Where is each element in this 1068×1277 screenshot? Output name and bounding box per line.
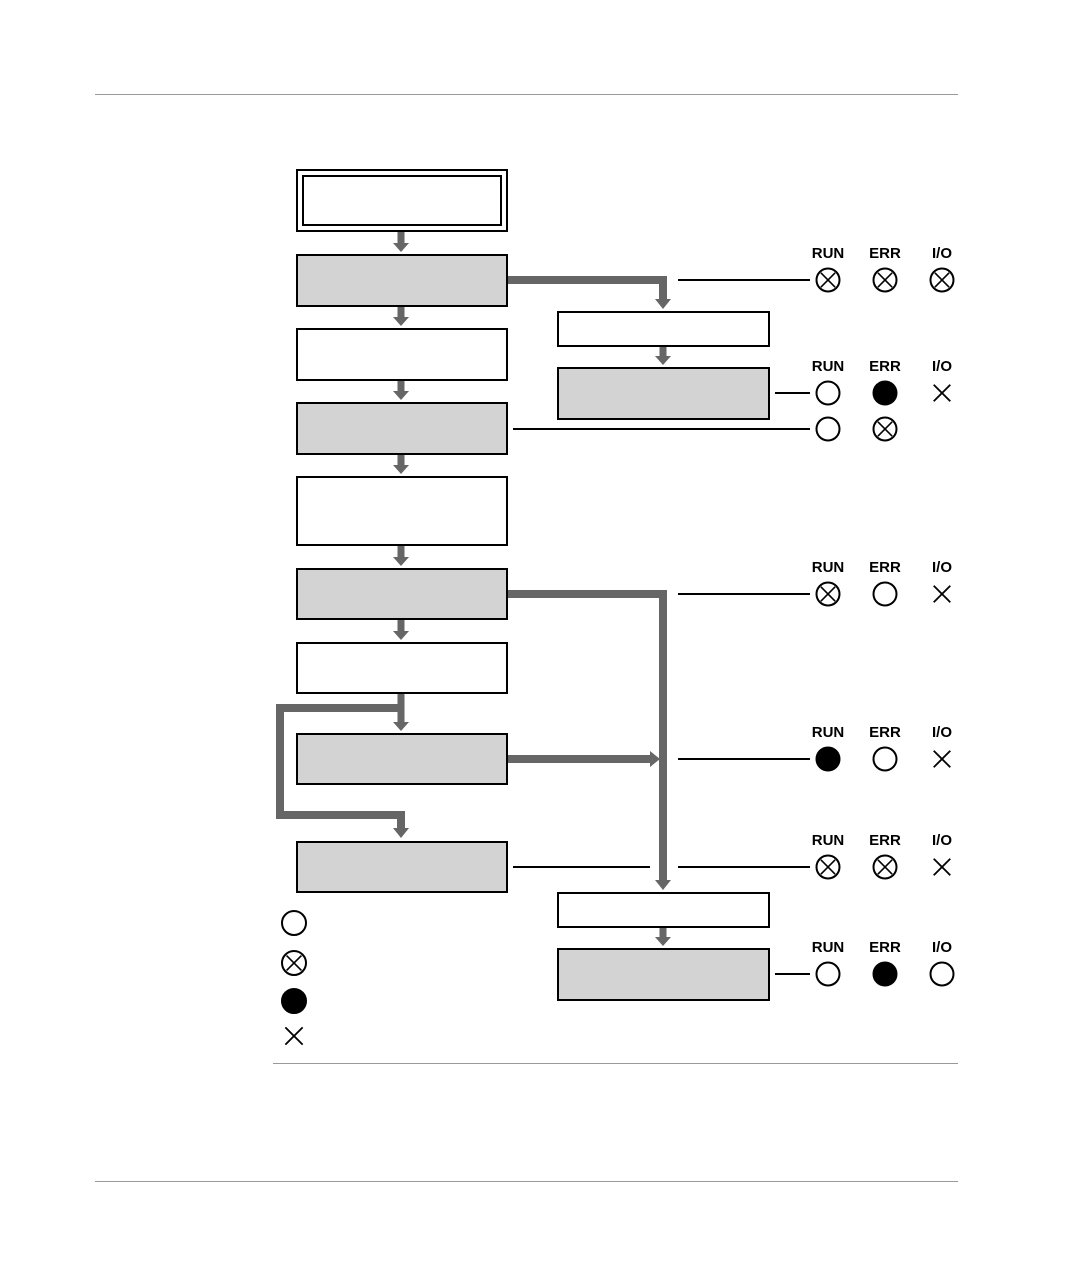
right-box-4	[557, 948, 770, 1001]
circle-x-icon	[872, 854, 898, 880]
circle-x-icon	[815, 267, 841, 293]
step-box-7	[296, 733, 508, 785]
circle-x-icon	[872, 267, 898, 293]
flow-branch-to-right-column	[508, 276, 667, 300]
circle-filled-icon	[872, 380, 898, 406]
flow-arrow-head-down	[655, 880, 671, 890]
step-box-8	[296, 841, 508, 893]
led-label-run: RUN	[812, 832, 845, 849]
step-arrow-head	[393, 557, 409, 566]
step-box-3	[296, 402, 508, 455]
cross-icon	[933, 585, 951, 603]
cross-icon	[284, 1026, 304, 1046]
led-label-io: I/O	[932, 939, 952, 956]
led-connector-lines	[513, 279, 810, 975]
step-arrow-head	[393, 391, 409, 400]
circle-outline-icon	[815, 380, 841, 406]
led-label-run: RUN	[812, 245, 845, 262]
led-label-err: ERR	[869, 358, 901, 375]
led-label-err: ERR	[869, 724, 901, 741]
flow-arrowheads	[393, 299, 671, 890]
cross-icon	[933, 858, 951, 876]
circle-outline-icon	[872, 581, 898, 607]
led-panel-2b	[815, 416, 898, 442]
step-arrow-head	[393, 722, 409, 731]
flow-long-branch-down	[508, 590, 667, 881]
circle-outline-icon	[872, 746, 898, 772]
flow-loop-left	[276, 704, 405, 829]
led-panel-4: RUN ERR I/O	[812, 724, 952, 772]
step-arrow-head	[655, 937, 671, 946]
led-label-err: ERR	[869, 939, 901, 956]
led-label-err: ERR	[869, 832, 901, 849]
led-panel-6: RUN ERR I/O	[812, 939, 955, 987]
led-panel-3: RUN ERR I/O	[812, 559, 952, 607]
step-arrow-head	[393, 243, 409, 252]
led-label-io: I/O	[932, 358, 952, 375]
led-panel-2: RUN ERR I/O	[812, 358, 952, 406]
circle-x-icon	[929, 267, 955, 293]
circle-filled-icon	[815, 746, 841, 772]
led-label-err: ERR	[869, 559, 901, 576]
circle-filled-icon	[872, 961, 898, 987]
led-label-run: RUN	[812, 939, 845, 956]
right-box-1	[557, 311, 770, 347]
led-label-run: RUN	[812, 358, 845, 375]
flow-boxes	[296, 169, 770, 1001]
step-box-4	[296, 476, 508, 546]
start-box-inner	[302, 175, 502, 226]
step-arrow-head	[393, 317, 409, 326]
step-box-6	[296, 642, 508, 694]
led-label-io: I/O	[932, 559, 952, 576]
circle-filled-icon	[281, 988, 307, 1014]
circle-x-icon	[281, 950, 307, 976]
flow-arrow-head-down	[393, 828, 409, 838]
step-box-2	[296, 328, 508, 381]
cross-icon	[933, 384, 951, 402]
flow-arrow-head-down	[655, 299, 671, 309]
step-box-1	[296, 254, 508, 307]
step-box-5	[296, 568, 508, 620]
led-label-run: RUN	[812, 559, 845, 576]
right-box-2	[557, 367, 770, 420]
cross-icon	[933, 750, 951, 768]
circle-x-icon	[815, 581, 841, 607]
circle-x-icon	[815, 854, 841, 880]
step-arrow-head	[655, 356, 671, 365]
step-arrow-head	[393, 465, 409, 474]
led-label-run: RUN	[812, 724, 845, 741]
led-label-io: I/O	[932, 724, 952, 741]
led-label-err: ERR	[869, 245, 901, 262]
circle-outline-icon	[815, 961, 841, 987]
led-label-io: I/O	[932, 245, 952, 262]
led-panel-1: RUN ERR I/O	[812, 245, 955, 293]
circle-outline-icon	[815, 416, 841, 442]
circle-outline-icon	[929, 961, 955, 987]
led-panels: RUN ERR I/O RUN ERR I/O RUN ERR I/O RUN ERR I/O RUN E…	[812, 245, 955, 987]
right-box-3	[557, 892, 770, 928]
step-arrow-head	[393, 631, 409, 640]
led-label-io: I/O	[932, 832, 952, 849]
circle-outline-icon	[281, 910, 307, 936]
flow-connectors	[276, 276, 667, 881]
step-arrows	[393, 232, 671, 946]
led-legend	[281, 910, 307, 1046]
led-panel-5: RUN ERR I/O	[812, 832, 952, 880]
flow-arrow-head-right	[650, 751, 660, 767]
circle-x-icon	[872, 416, 898, 442]
